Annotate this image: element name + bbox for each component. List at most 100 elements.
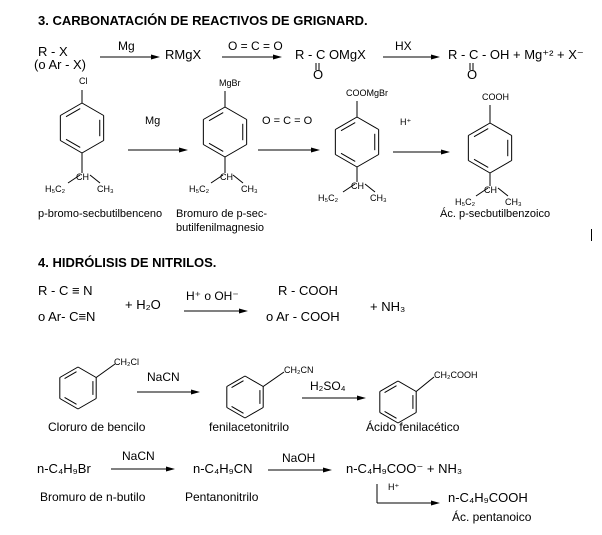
arrow-head-icon	[166, 466, 175, 472]
substituent-ch2cooh: CH₂COOH	[434, 370, 478, 380]
section-3-title: 3. CARBONATACIÓN DE REACTIVOS DE GRIGNAR…	[38, 13, 368, 28]
compound-name: butilfenilmagnesio	[176, 222, 265, 234]
substituent-cl: Cl	[79, 76, 88, 86]
product-pentanenitrile: n-C₄H₉CN	[193, 461, 253, 476]
reagent-hx: HX	[395, 39, 412, 53]
benzene-ring	[397, 412, 417, 424]
reagent-h-plus: H⁺	[388, 482, 400, 492]
benzene-double-bond	[473, 158, 489, 168]
product-rmgx: RMgX	[165, 47, 202, 62]
ethyl-bond	[210, 174, 224, 184]
benzene-ring	[356, 154, 379, 168]
reactant-ar-x: (o Ar - X)	[34, 57, 87, 72]
benzene-ring	[203, 144, 226, 158]
arrow-head-icon	[431, 500, 440, 506]
benzene-ring	[335, 116, 358, 130]
reactant-butyl-bromide: n-C₄H₉Br	[37, 461, 91, 476]
compound-name: fenilacetonitrilo	[209, 420, 290, 434]
benzene-ring	[397, 380, 417, 392]
benzene-double-bond	[208, 112, 224, 122]
ch-label: CH	[76, 172, 89, 182]
reagent-nacn: NaCN	[147, 370, 180, 384]
substituent-mgbr: MgBr	[219, 78, 241, 88]
benzene-ring	[77, 366, 97, 378]
benzene-double-bond	[231, 380, 244, 388]
carbonyl-oxygen: O	[313, 67, 324, 82]
ch-label: CH	[484, 185, 497, 195]
benzene-double-bond	[64, 371, 77, 379]
reagent-nacn: NaCN	[122, 449, 155, 463]
product-aryl-acid: o Ar - COOH	[266, 309, 340, 324]
product-carboxylate: n-C₄H₉COO⁻ + NH₃	[346, 461, 463, 476]
substituent-bond	[415, 376, 435, 392]
benzene-double-bond	[384, 385, 397, 393]
benzene-double-bond	[64, 397, 77, 405]
benzene-ring	[224, 106, 247, 120]
product-pentanoic-acid: n-C₄H₉COOH	[448, 490, 528, 505]
product-acid: R - COOH	[278, 283, 338, 298]
benzene-double-bond	[473, 128, 489, 138]
compound-name: Cloruro de bencilo	[48, 420, 146, 434]
water: + H₂O	[125, 297, 161, 312]
benzene-ring	[226, 407, 246, 419]
ethyl-label: H₅C₂	[455, 197, 476, 207]
substituent-bond	[95, 363, 116, 378]
compound-name: Ác. pentanoico	[452, 510, 532, 524]
reactant-nitrile: R - C ≡ N	[38, 283, 93, 298]
compound-name: Bromuro de n-butilo	[40, 490, 146, 504]
reagent-co2: O = C = O	[262, 115, 313, 127]
benzene-ring	[244, 407, 264, 419]
arrow-head-icon	[431, 54, 440, 60]
carbonyl-oxygen: O	[467, 67, 478, 82]
benzene-double-bond	[208, 142, 224, 152]
arrow-head-icon	[441, 149, 450, 155]
benzene-ring	[489, 122, 512, 136]
reagent-mg: Mg	[118, 39, 135, 53]
reagent-co2: O = C = O	[228, 39, 283, 53]
methyl-bond	[497, 187, 509, 197]
substituent-ch2cl: CH₂Cl	[114, 357, 139, 367]
methyl-bond	[89, 174, 101, 184]
benzene-ring	[59, 366, 79, 378]
benzene-ring	[203, 106, 226, 120]
ethyl-label: H₅C₂	[318, 193, 339, 203]
substituent-cooh: COOH	[482, 92, 509, 102]
benzene-ring	[379, 412, 399, 424]
arrow-head-icon	[191, 389, 200, 395]
substituent-ch2cn: CH₂CN	[284, 365, 314, 375]
benzene-ring	[226, 375, 246, 387]
benzene-ring	[60, 140, 83, 154]
compound-name: Pentanonitrilo	[185, 490, 259, 504]
benzene-double-bond	[340, 122, 356, 132]
ethyl-bond	[342, 183, 356, 193]
ch-label: CH	[351, 181, 364, 191]
ethyl-bond	[475, 187, 489, 197]
reagent-h2so4: H₂SO₄	[310, 379, 346, 393]
arrow-head-icon	[357, 395, 366, 401]
benzene-ring	[81, 140, 104, 154]
byproduct-ammonia: + NH₃	[370, 299, 406, 314]
benzene-double-bond	[65, 108, 81, 118]
benzene-ring	[468, 122, 491, 136]
methyl-label: CH₃	[505, 197, 522, 207]
methyl-label: CH₃	[241, 184, 258, 194]
compound-name: Ácido fenilacético	[366, 420, 460, 434]
methyl-label: CH₃	[97, 184, 114, 194]
substituent-coomgbr: COOMgBr	[346, 88, 389, 98]
ethyl-label: H₅C₂	[45, 184, 66, 194]
arrow-head-icon	[179, 147, 188, 153]
substituent-bond	[262, 371, 285, 387]
arrow-head-icon	[323, 467, 332, 473]
product-carboxylate: R - C OMgX	[295, 47, 366, 62]
reactant-aryl-nitrile: o Ar- C≡N	[38, 309, 96, 324]
text-cursor	[591, 229, 592, 241]
benzene-ring	[468, 160, 491, 174]
benzene-ring	[244, 375, 264, 387]
reagent-acid-base: H⁺ o OH⁻	[186, 289, 239, 303]
benzene-double-bond	[231, 406, 244, 414]
benzene-ring	[77, 398, 97, 410]
reagent-mg: Mg	[145, 115, 161, 127]
benzene-double-bond	[340, 152, 356, 162]
